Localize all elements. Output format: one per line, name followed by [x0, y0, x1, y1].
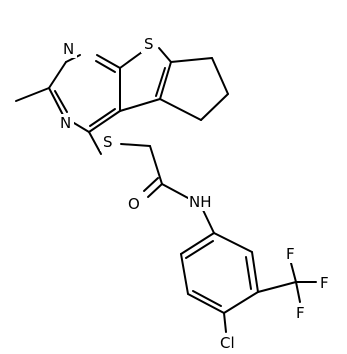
bond [213, 232, 253, 253]
bond [223, 312, 227, 333]
bond [120, 143, 151, 147]
atom-f1: F [286, 245, 295, 263]
bond [54, 90, 68, 113]
bond [119, 51, 143, 69]
bond [200, 93, 229, 121]
atom-nh: NH [189, 193, 212, 211]
bond [159, 98, 202, 121]
atom-n3: N [60, 114, 71, 132]
bond [187, 293, 225, 314]
bond [211, 57, 229, 95]
bond [257, 281, 297, 293]
bond [95, 60, 116, 73]
bond [149, 145, 163, 185]
bond [88, 131, 102, 155]
bond [147, 183, 163, 198]
bond [48, 87, 65, 118]
bond [96, 54, 121, 69]
atom-labels: N N S S O NH Cl F F F [58, 35, 333, 352]
atom-n1: N [63, 40, 74, 58]
atom-s-linker: S [103, 133, 113, 151]
bond [119, 98, 161, 112]
bond [161, 183, 189, 199]
bond [143, 177, 159, 192]
bond [89, 108, 116, 127]
bond [251, 251, 259, 293]
bond [295, 281, 301, 303]
bond [65, 54, 81, 63]
bond [223, 291, 259, 314]
bond [155, 67, 166, 97]
atom-f3: F [296, 304, 305, 322]
bond [192, 290, 222, 307]
bond [180, 232, 215, 255]
bond [290, 262, 297, 283]
atom-cl: Cl [220, 334, 235, 352]
bond [158, 47, 172, 63]
bond [88, 110, 121, 133]
atom-o: O [128, 195, 140, 213]
bond [245, 256, 252, 290]
bond [159, 61, 172, 100]
bond [185, 240, 214, 259]
bond [48, 61, 67, 89]
bond [170, 57, 213, 63]
atom-s-thiophene: S [144, 35, 154, 53]
atom-f2: F [320, 274, 329, 292]
bond [202, 209, 215, 234]
bond-lines [15, 47, 317, 333]
bond [15, 87, 50, 102]
bond [180, 253, 189, 295]
